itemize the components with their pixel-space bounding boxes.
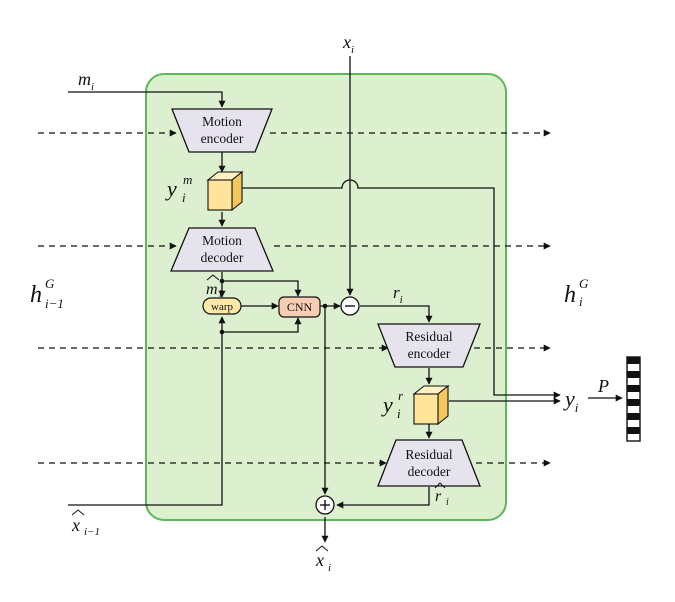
warp-label: warp [211,301,233,313]
residual-decoder-block: Residual decoder [377,439,481,487]
bitstream-icon [626,356,641,442]
motion-decoder-line2: decoder [201,250,244,265]
m-i-label: mi [78,69,94,93]
residual-decoder-line1: Residual [405,447,452,462]
signal-wires [68,56,623,543]
motion-decoder-block: Motion decoder [170,227,274,272]
h-curr-base: h [564,282,576,308]
r-hat-sub: i [446,497,449,508]
motion-latent-cube-icon [206,170,244,212]
y-r-label: y r i [381,388,404,421]
x-i-label: xi [342,32,354,56]
warp-block: warp [202,297,242,315]
h-prev-sub: i−1 [45,296,64,311]
y-r-base: y [381,392,393,417]
x-hat-prev-base: x [71,515,80,535]
cnn-label: CNN [287,300,313,314]
m-hat-base: m [206,281,218,298]
y-m-sub: i [182,190,186,205]
h-curr-sup: G [579,276,589,291]
y-m-label: y m i [165,172,192,205]
x-hat-base: x [315,550,324,570]
y-m-base: y [165,176,177,201]
h-prev-base: h [30,282,42,308]
subtract-node-icon [340,296,360,316]
h-curr-label: h G i [564,276,589,309]
x-hat-prev-label: x i−1 [71,509,100,538]
motion-decoder-line1: Motion [202,233,242,248]
m-hat-label: m i [206,274,222,300]
x-hat-prev-sub: i−1 [84,526,100,538]
motion-encoder-block: Motion encoder [171,108,273,153]
y-r-sup: r [398,388,404,403]
cnn-block: CNN [278,296,321,318]
residual-encoder-line2: encoder [408,346,451,361]
h-prev-sup: G [45,276,55,291]
p-label: P [597,376,609,396]
y-m-sup: m [183,172,192,187]
r-i-label: ri [393,283,403,306]
r-hat-label: r i [434,482,449,508]
motion-encoder-line1: Motion [202,114,242,129]
residual-encoder-block: Residual encoder [377,323,481,368]
x-hat-label: x i [315,545,331,574]
r-hat-base: r [435,488,442,505]
residual-encoder-line1: Residual [405,329,452,344]
residual-decoder-line2: decoder [408,464,451,479]
x-hat-sub: i [328,562,331,574]
y-r-sub: i [397,406,401,421]
y-i-label: yi [563,386,579,415]
residual-latent-cube-icon [412,384,450,426]
h-curr-sub: i [579,294,583,309]
hidden-state-lines [38,129,551,467]
add-node-icon [315,495,335,515]
motion-encoder-line2: encoder [201,131,244,146]
h-prev-label: h G i−1 [30,276,64,311]
m-hat-sub: i [219,289,222,300]
